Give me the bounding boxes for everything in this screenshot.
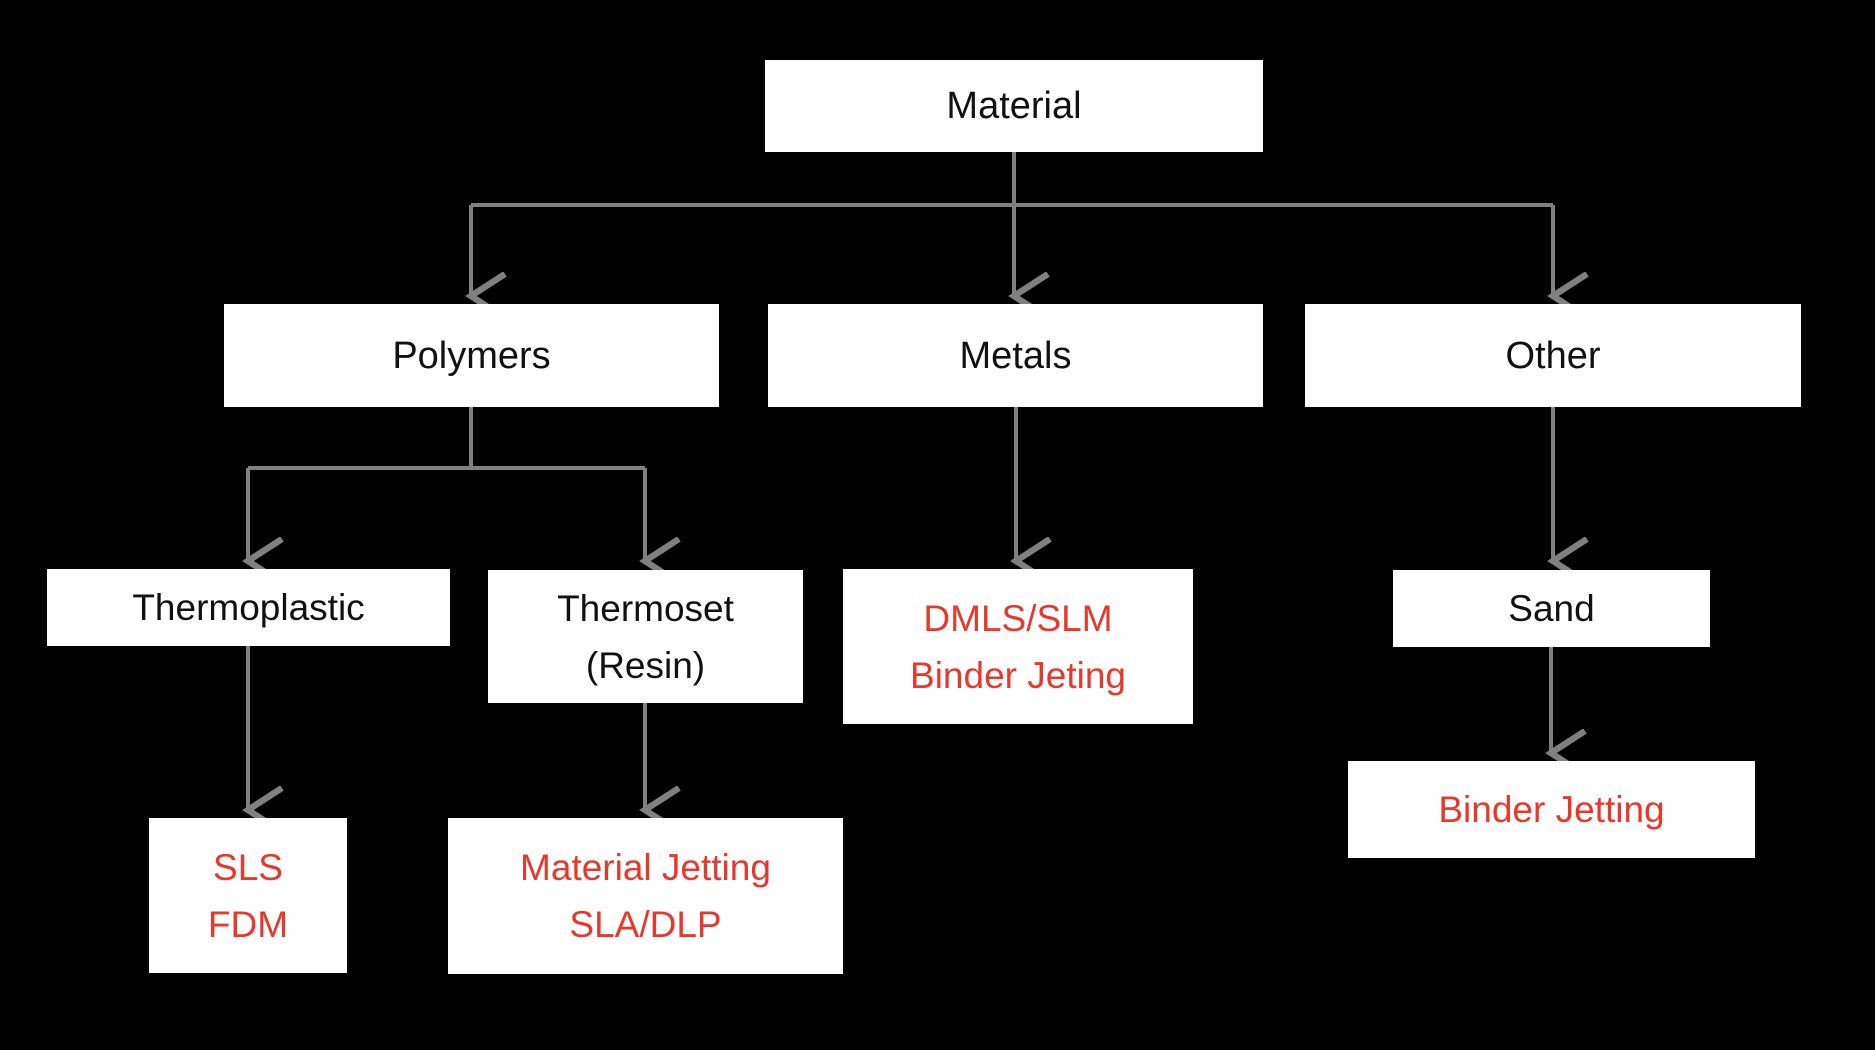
node-material-label: Material xyxy=(946,85,1082,127)
node-process-material-jetting: Material Jetting xyxy=(520,847,771,888)
node-material[interactable]: Material xyxy=(765,60,1263,152)
node-metal-processes[interactable]: DMLS/SLM Binder Jeting xyxy=(843,569,1193,724)
node-thermoplastic-label: Thermoplastic xyxy=(132,587,365,628)
node-thermoplastic-processes[interactable]: SLS FDM xyxy=(149,818,347,973)
node-polymers[interactable]: Polymers xyxy=(224,304,719,407)
node-process-fdm: FDM xyxy=(207,903,289,945)
node-thermoset-label-1: Thermoset xyxy=(557,587,734,629)
node-metals[interactable]: Metals xyxy=(768,304,1263,407)
node-metals-label: Metals xyxy=(959,334,1072,377)
node-other-label: Other xyxy=(1505,334,1601,377)
node-metal-process-dmls-slm: DMLS/SLM xyxy=(923,597,1113,639)
node-process-binder-jetting: Binder Jetting xyxy=(1438,789,1665,830)
node-thermoset-processes[interactable]: Material Jetting SLA/DLP xyxy=(448,818,843,974)
node-thermoplastic[interactable]: Thermoplastic xyxy=(47,569,450,646)
node-process-sls: SLS xyxy=(213,846,283,888)
node-other[interactable]: Other xyxy=(1305,304,1801,407)
node-polymers-label: Polymers xyxy=(392,334,551,377)
node-thermoset[interactable]: Thermoset (Resin) xyxy=(488,570,803,703)
node-process-sla-dlp: SLA/DLP xyxy=(569,904,722,945)
node-sand-label: Sand xyxy=(1508,588,1595,629)
node-thermoset-label-2: (Resin) xyxy=(585,644,706,686)
node-sand-processes[interactable]: Binder Jetting xyxy=(1348,761,1755,858)
node-metal-process-binder-jeting: Binder Jeting xyxy=(910,654,1126,696)
node-sand[interactable]: Sand xyxy=(1393,570,1710,647)
